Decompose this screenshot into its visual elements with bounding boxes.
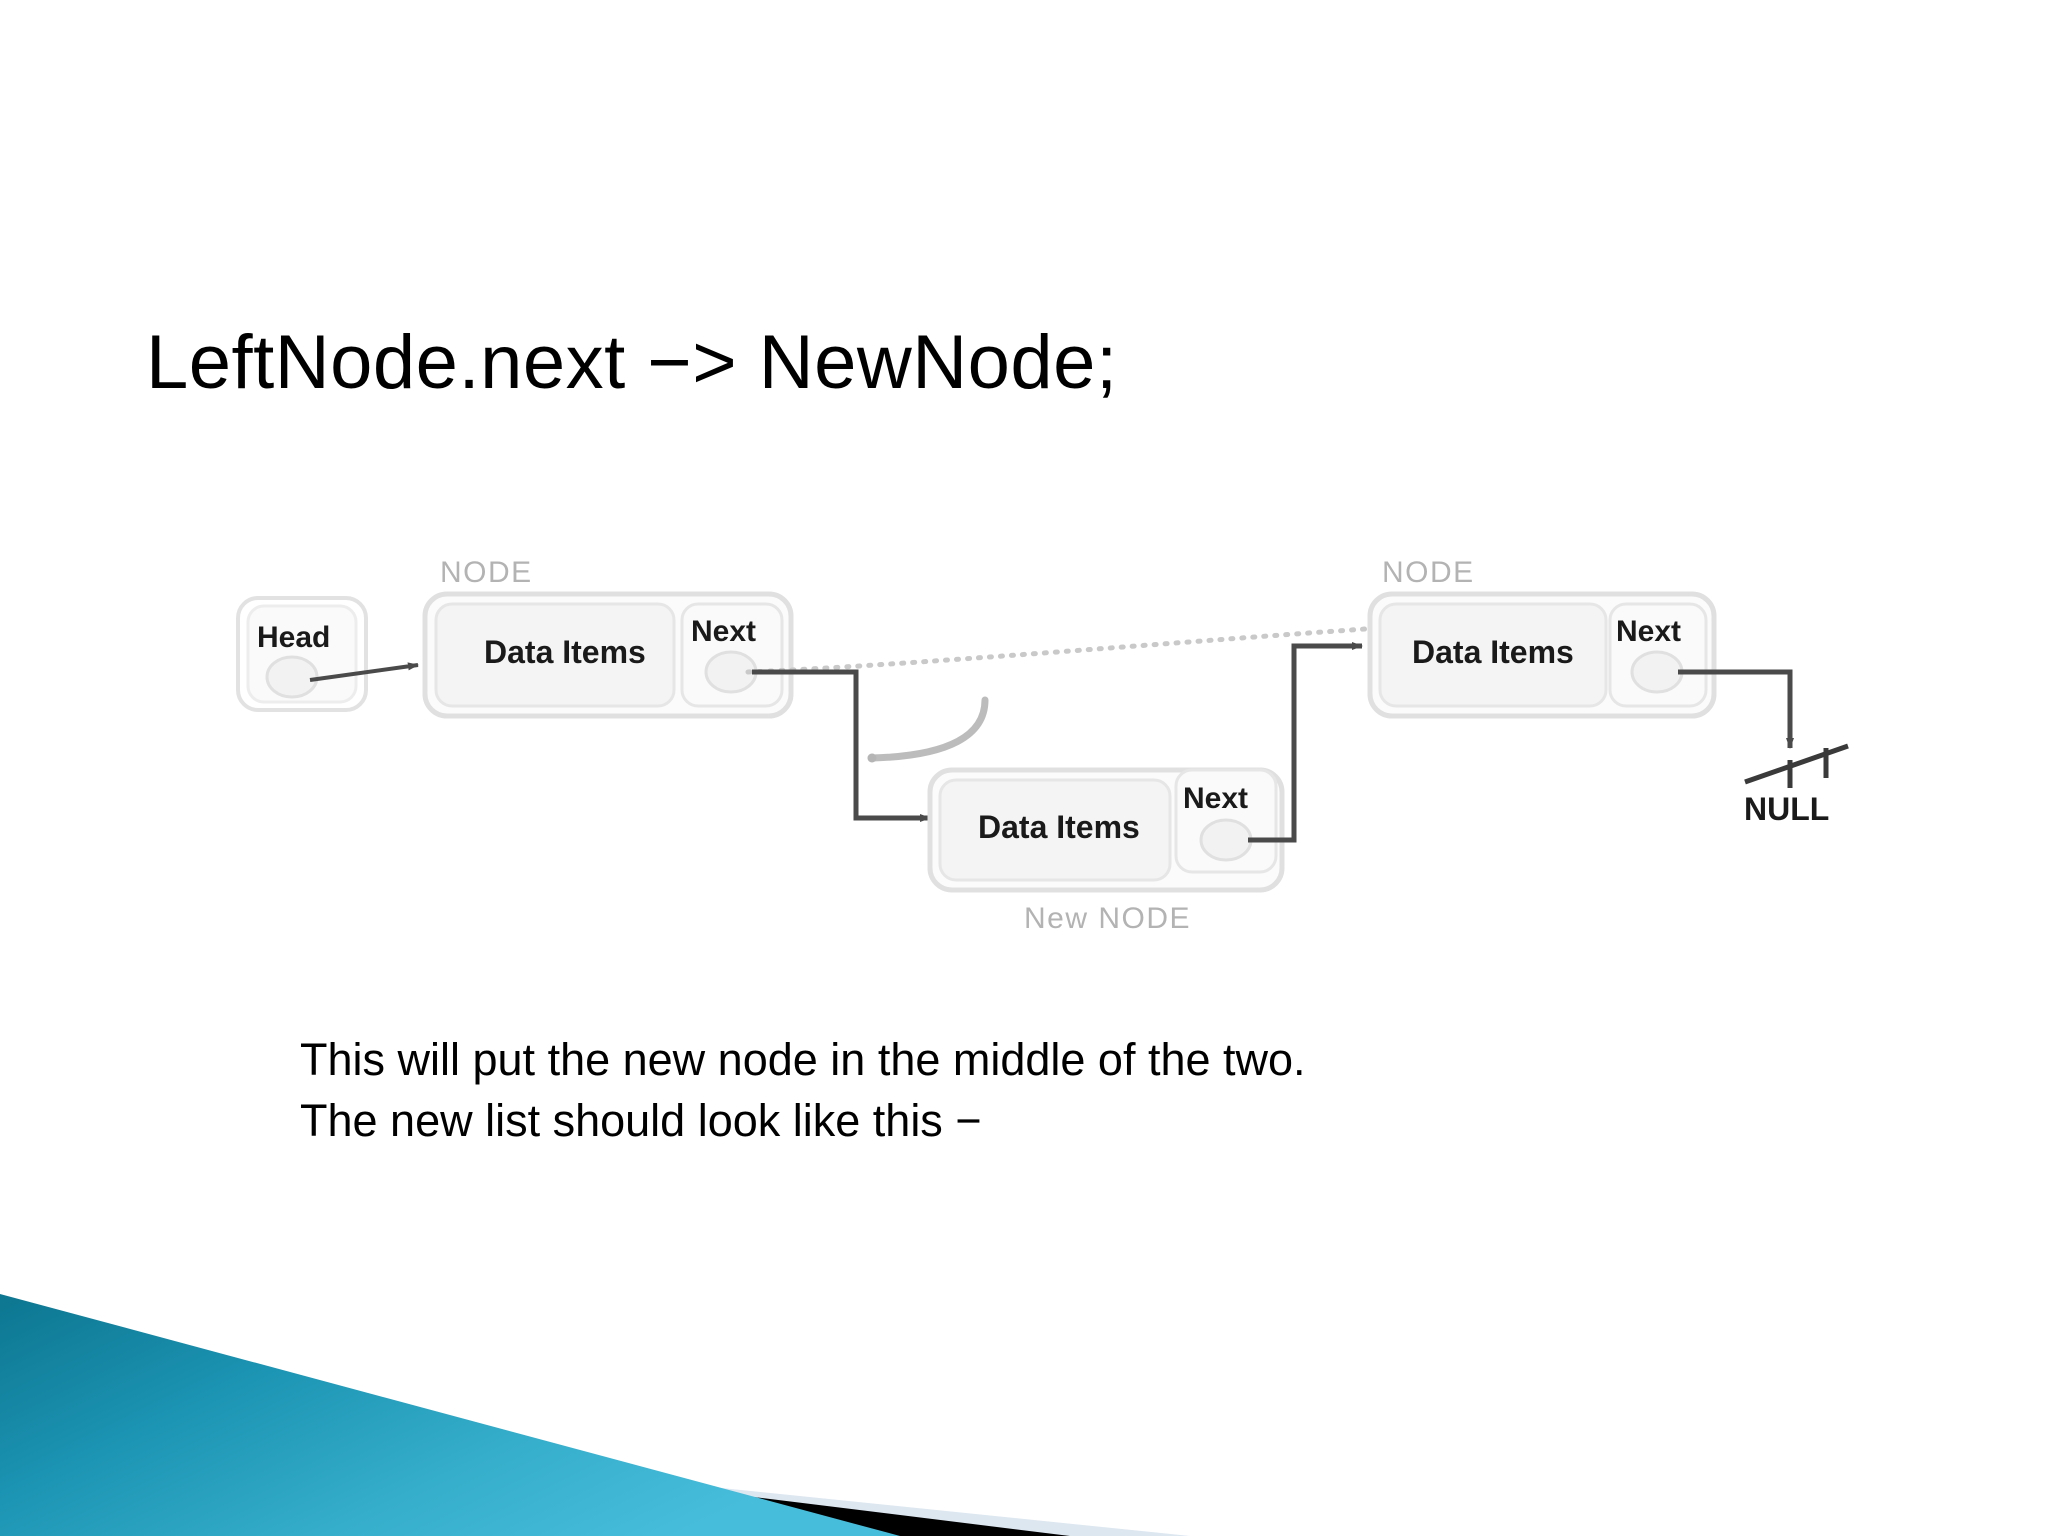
body-line-2: The new list should look like this −: [300, 1094, 982, 1146]
node-right-caption: NODE: [1382, 556, 1475, 589]
node-new-caption: New NODE: [1024, 902, 1191, 935]
connector-left-next-to-right-node-faded: [745, 624, 1383, 675]
black-stripe-triangle: [0, 1404, 1070, 1536]
head-pointer-circle: [265, 655, 319, 699]
node-new: Data Items Next New NODE: [927, 767, 1285, 935]
connector-right-next-to-null: [1678, 669, 1794, 749]
connector-new-next-to-right-node: [1248, 642, 1363, 843]
node-new-data-label: Data Items: [978, 809, 1140, 845]
node-new-next-label: Next: [1183, 782, 1248, 815]
connector-left-next-to-new-node: [752, 669, 931, 822]
linked-list-diagram: NODE NODE Head Data Items Next: [0, 520, 2048, 940]
node-right: Data Items Next: [1367, 591, 1717, 719]
node-left-caption: NODE: [440, 556, 533, 589]
pale-blue-triangle: [0, 1414, 1190, 1536]
node-new-next-circle: [1199, 818, 1253, 862]
teal-gradient-triangle: [0, 1294, 900, 1536]
node-left-data-label: Data Items: [484, 634, 646, 670]
head-box: Head: [236, 596, 368, 712]
node-right-next-circle: [1630, 650, 1684, 694]
redirect-curve-arrow: [867, 696, 989, 763]
corner-decoration: [0, 1286, 1280, 1536]
node-right-next-label: Next: [1616, 615, 1681, 648]
node-left: Data Items Next: [422, 591, 794, 719]
body-line-1: This will put the new node in the middle…: [300, 1034, 1306, 1085]
null-terminator: NULL: [1744, 743, 1849, 827]
page-title: LeftNode.next −> NewNode;: [146, 320, 1118, 405]
node-left-next-label: Next: [691, 615, 756, 648]
body-text: This will put the new node in the middle…: [300, 1030, 1306, 1152]
node-right-data-label: Data Items: [1412, 634, 1574, 670]
null-label: NULL: [1744, 791, 1829, 827]
connector-head-to-node: [309, 662, 419, 682]
head-label: Head: [257, 621, 330, 654]
